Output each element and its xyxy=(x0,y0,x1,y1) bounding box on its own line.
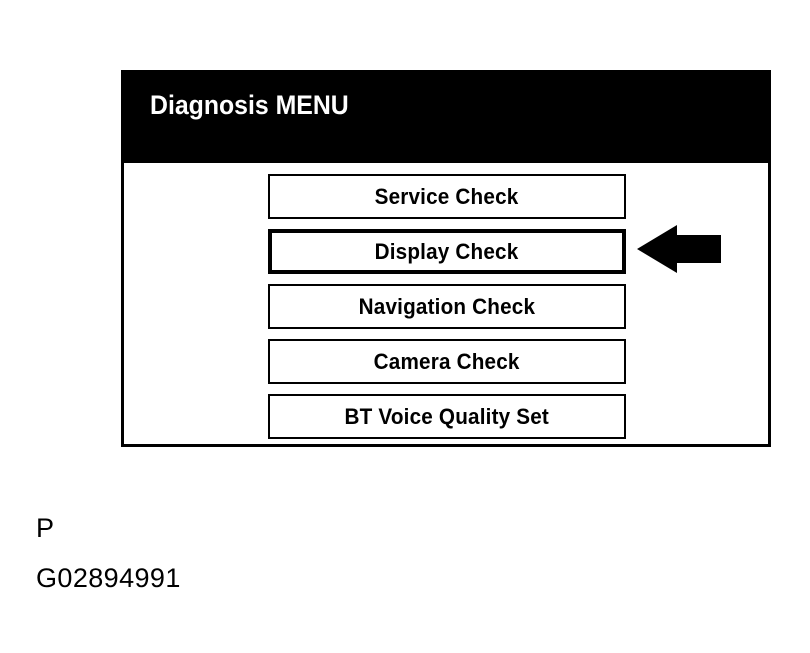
menu-button-label: Service Check xyxy=(375,183,519,209)
menu-button-label: Camera Check xyxy=(374,348,520,374)
menu-button-label: Navigation Check xyxy=(358,293,536,319)
menu-button-label: Display Check xyxy=(375,238,519,264)
menu-button-service-check[interactable]: Service Check xyxy=(268,174,626,219)
caption-line-p: P xyxy=(36,513,55,543)
menu-button-bt-voice-quality-set[interactable]: BT Voice Quality Set xyxy=(268,394,626,439)
diagnosis-menu-list: Service Check Display Check Navigation C… xyxy=(268,174,626,449)
menu-button-label: BT Voice Quality Set xyxy=(344,403,550,429)
screen-title-bar: Diagnosis MENU xyxy=(124,73,768,163)
menu-button-display-check[interactable]: Display Check xyxy=(268,229,626,274)
screen-title: Diagnosis MENU xyxy=(150,90,349,120)
menu-button-camera-check[interactable]: Camera Check xyxy=(268,339,626,384)
figure-caption: P G02894991 xyxy=(36,503,181,603)
caption-figure-id: G02894991 xyxy=(36,563,181,593)
menu-button-navigation-check[interactable]: Navigation Check xyxy=(268,284,626,329)
left-arrow-icon xyxy=(637,225,721,273)
